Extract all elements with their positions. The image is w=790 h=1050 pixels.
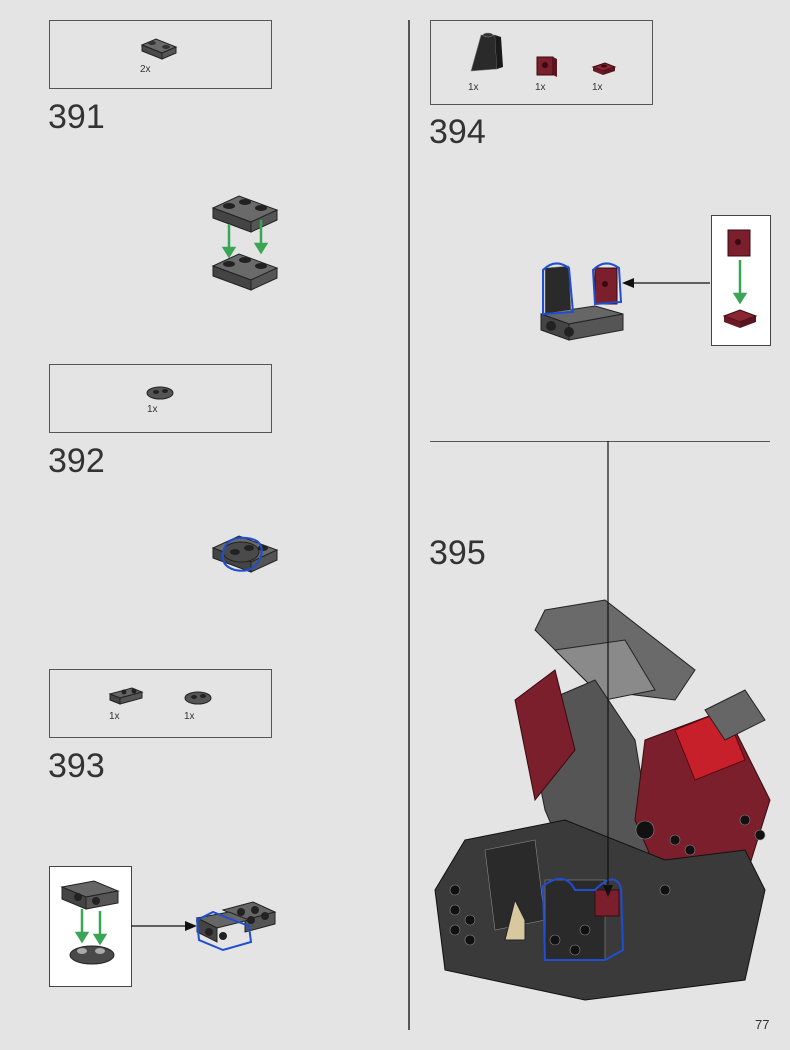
part-qty: 1x xyxy=(592,82,603,93)
step-number: 393 xyxy=(48,747,105,785)
step-number: 394 xyxy=(429,113,486,151)
step-393-illustration xyxy=(195,901,277,952)
part-qty: 1x xyxy=(468,82,479,93)
callout-arrow xyxy=(131,921,197,931)
parts-list-394: 1x 1x 1x xyxy=(430,20,653,105)
step-395-illustration xyxy=(434,599,771,1001)
parts-list-392: 1x xyxy=(49,364,272,433)
plate-1x2-icon xyxy=(146,386,174,400)
sub-assembly xyxy=(722,229,758,328)
parts-list-391: 2x xyxy=(49,20,272,89)
callout-arrow xyxy=(622,278,710,288)
step-394-illustration xyxy=(540,262,624,341)
bracket-dark-red-icon xyxy=(536,56,557,77)
column-divider xyxy=(408,20,410,1030)
highlight-outline xyxy=(221,536,263,572)
bracket-icon xyxy=(108,687,144,705)
green-arrows xyxy=(221,220,269,259)
highlight-outline xyxy=(195,910,253,952)
plate-1x2-icon xyxy=(184,691,212,705)
parts-list-393: 1x 1x xyxy=(49,669,272,738)
step-392-illustration xyxy=(211,535,279,573)
part-qty: 1x xyxy=(109,711,120,722)
sub-assembly-callout-393 xyxy=(49,866,132,987)
corner-plate-bottom xyxy=(211,253,279,291)
highlight-outline xyxy=(541,878,625,961)
highlight-outline xyxy=(542,262,623,316)
placement-arrow xyxy=(603,441,613,897)
step-number: 391 xyxy=(48,98,105,136)
plate-dark-red-icon xyxy=(591,62,617,75)
step-number: 395 xyxy=(429,534,486,572)
step-number: 392 xyxy=(48,442,105,480)
sub-assembly-callout-394 xyxy=(711,215,771,346)
part-qty: 2x xyxy=(140,64,151,75)
page-number: 77 xyxy=(755,1017,770,1032)
part-qty: 1x xyxy=(184,711,195,722)
corner-plate-top xyxy=(211,195,279,233)
part-qty: 1x xyxy=(147,404,158,415)
sub-assembly xyxy=(60,880,120,965)
part-qty: 1x xyxy=(535,82,546,93)
corner-plate-icon xyxy=(140,38,178,60)
step-391-illustration xyxy=(211,195,279,291)
step-divider xyxy=(430,441,770,442)
slope-black-icon xyxy=(470,32,503,72)
